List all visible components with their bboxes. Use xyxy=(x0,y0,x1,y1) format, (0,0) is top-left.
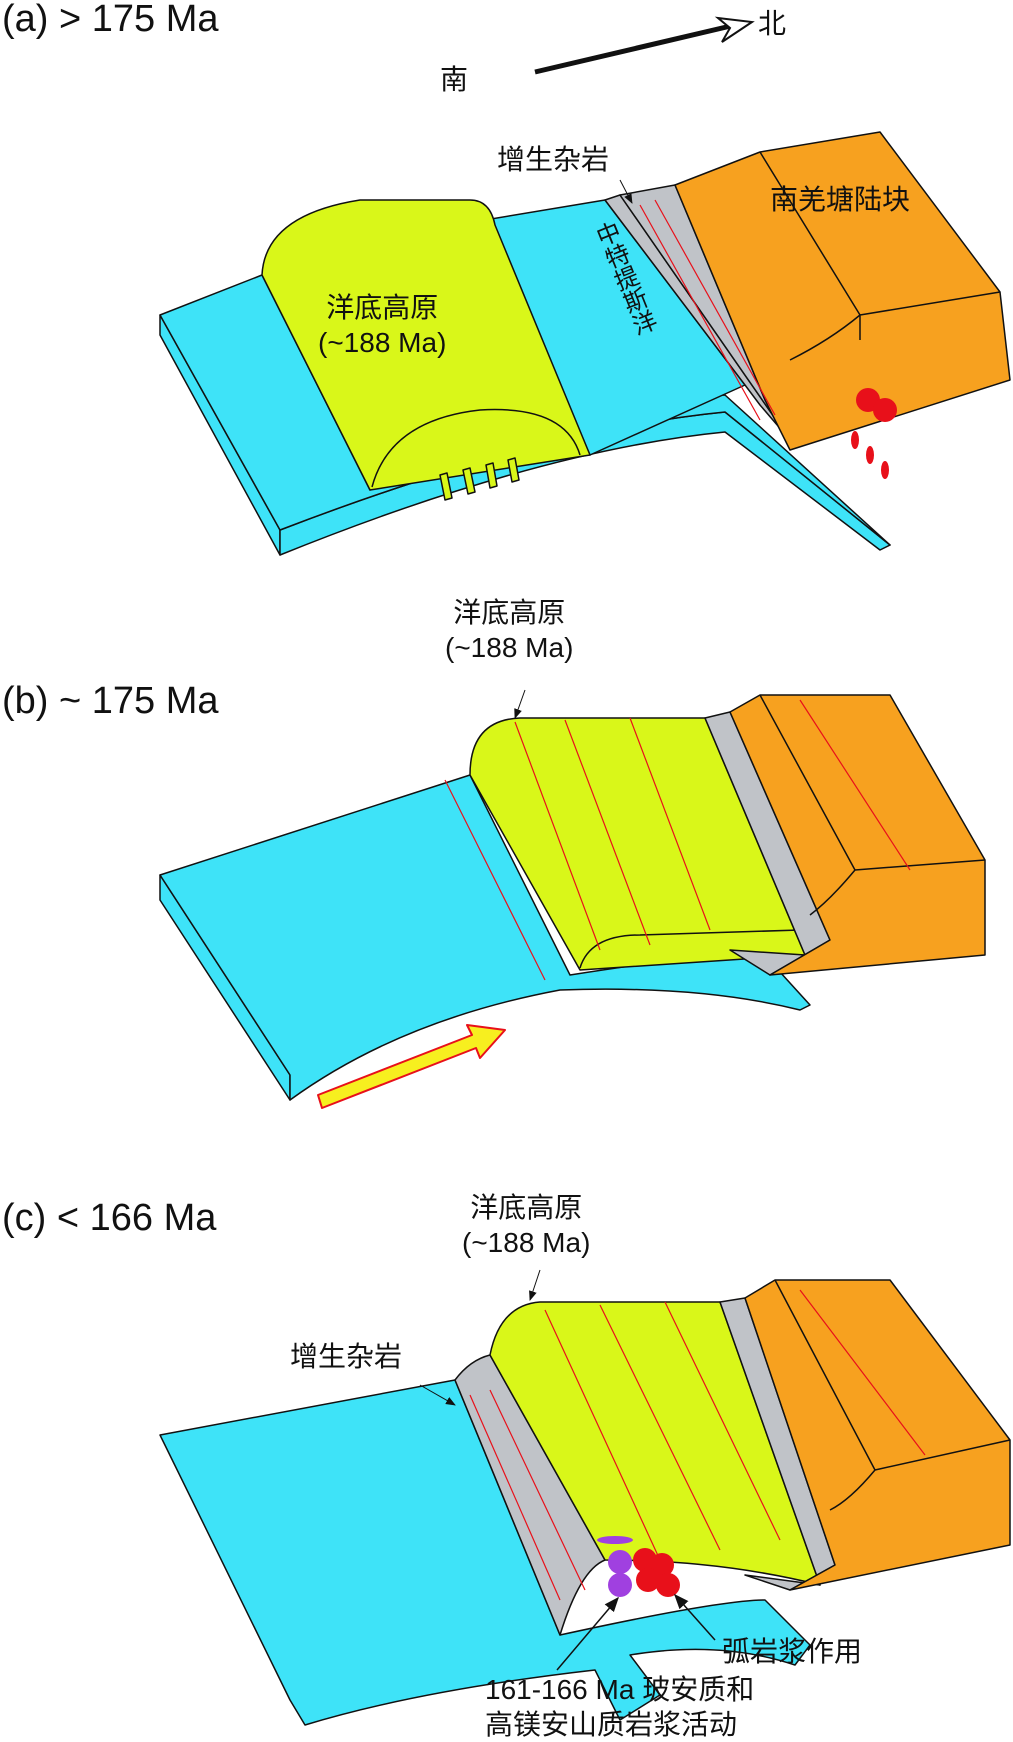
plateau-age: (~188 Ma) xyxy=(462,1227,591,1258)
north-arrow-icon xyxy=(534,16,755,75)
panel-a-block xyxy=(159,131,1011,556)
south-qiangtang-block xyxy=(729,694,986,976)
plateau-label-c: 洋底高原 (~188 Ma) xyxy=(462,1190,590,1260)
panel-b-title: (b) ~ 175 Ma xyxy=(2,680,219,722)
plateau-age: (~188 Ma) xyxy=(445,632,574,663)
boninite-line2: 高镁安山质岩浆活动 xyxy=(485,1709,738,1740)
plateau-name: 洋底高原 xyxy=(453,597,566,628)
panel-b-block xyxy=(159,694,986,1109)
panel-a-title: (a) > 175 Ma xyxy=(2,0,219,40)
boninite-line1: 161-166 Ma 玻安质和 xyxy=(485,1674,755,1705)
arc-magma-icon xyxy=(851,388,897,479)
plateau-front-arch xyxy=(371,408,581,488)
panel-c-block xyxy=(159,1279,1011,1726)
push-arrow-icon xyxy=(317,1024,506,1109)
south-qiangtang-block xyxy=(744,1279,1011,1591)
accretionary-complex-label-c: 增生杂岩 xyxy=(290,1341,403,1372)
ocean-slab xyxy=(159,1379,811,1726)
plateau-label-a: 洋底高原 (~188 Ma) xyxy=(318,290,446,360)
boninite-magma-icon xyxy=(597,1536,633,1597)
south-qiangtang-block xyxy=(674,131,1011,451)
boninite-label: 161-166 Ma 玻安质和 高镁安山质岩浆活动 xyxy=(485,1672,754,1742)
accretionary-complex-label-a: 增生杂岩 xyxy=(497,144,610,175)
oceanic-plateau xyxy=(261,199,591,491)
accretionary-wedge xyxy=(604,194,791,441)
plateau-name: 洋底高原 xyxy=(470,1192,583,1223)
arc-magma-icon xyxy=(633,1548,680,1597)
arc-magmatism-label: 弧岩浆作用 xyxy=(722,1636,863,1667)
plateau-age: (~188 Ma) xyxy=(318,327,447,358)
plateau-name: 洋底高原 xyxy=(326,292,439,323)
compass-south: 南 xyxy=(440,64,469,95)
south-qiangtang-label: 南羌塘陆块 xyxy=(770,184,911,215)
plateau-label-b: 洋底高原 (~188 Ma) xyxy=(445,595,573,665)
compass-north: 北 xyxy=(758,8,787,39)
panel-c-title: (c) < 166 Ma xyxy=(2,1197,217,1239)
